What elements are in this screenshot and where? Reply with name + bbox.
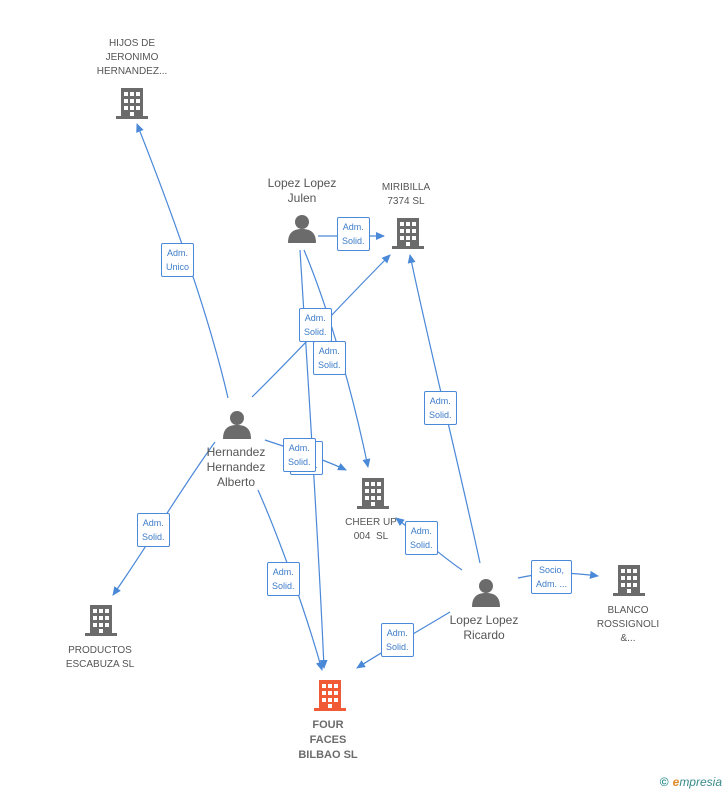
building-icon-hijos bbox=[116, 88, 148, 119]
edge-badge-socio-adm[interactable]: Socio, Adm. ... bbox=[531, 560, 573, 594]
node-label-hernandez[interactable]: Hernandez Hernandez Alberto bbox=[206, 445, 266, 489]
brand-initial: e bbox=[672, 775, 680, 789]
brand-name: mpresia bbox=[679, 775, 722, 789]
node-label-miribilla[interactable]: MIRIBILLA 7374 SL bbox=[381, 182, 431, 207]
building-icon-four-faces bbox=[314, 680, 346, 711]
person-icon-lopez-ricardo bbox=[472, 579, 500, 607]
node-label-lopez-julen[interactable]: Lopez Lopez Julen bbox=[267, 176, 337, 205]
node-label-blanco[interactable]: BLANCO ROSSIGNOLI &... bbox=[596, 605, 660, 644]
edge-badge-adm-solid[interactable]: Adm. Solid. bbox=[381, 623, 414, 657]
node-label-four-faces[interactable]: FOUR FACES BILBAO SL bbox=[298, 719, 358, 761]
building-icon-blanco bbox=[613, 565, 645, 596]
node-label-productos[interactable]: PRODUCTOS ESCABUZA SL bbox=[65, 645, 135, 670]
person-icon-lopez-julen bbox=[288, 215, 316, 243]
edge-badge-adm-solid[interactable]: Adm. Solid. bbox=[299, 308, 332, 342]
node-label-hijos[interactable]: HIJOS DE JERONIMO HERNANDEZ... bbox=[96, 38, 168, 77]
edge-badge-adm-solid[interactable]: Adm. Solid. bbox=[283, 438, 316, 472]
edge-badge-adm-solid[interactable]: Adm. Solid. bbox=[137, 513, 170, 547]
edge-badge-adm-solid[interactable]: Adm. Solid. bbox=[313, 341, 346, 375]
building-icon-cheer-up bbox=[357, 478, 389, 509]
building-icon-productos bbox=[85, 605, 117, 636]
empresia-logo[interactable]: ©empresia bbox=[660, 775, 722, 789]
node-label-lopez-ricardo[interactable]: Lopez Lopez Ricardo bbox=[449, 613, 519, 642]
node-label-cheer-up[interactable]: CHEER UP 004 SL bbox=[345, 517, 397, 542]
copyright-icon: © bbox=[659, 775, 669, 789]
edge-badge-adm-solid[interactable]: Adm. Solid. bbox=[337, 217, 370, 251]
building-icon-miribilla bbox=[392, 218, 424, 249]
person-icon-hernandez bbox=[223, 411, 251, 439]
edge-badge-adm-solid[interactable]: Adm. Solid. bbox=[405, 521, 438, 555]
edge-badge-adm-solid[interactable]: Adm. Solid. bbox=[424, 391, 457, 425]
edge-badge-adm-solid[interactable]: Adm. Solid. bbox=[267, 562, 300, 596]
edge-badge-adm-unico[interactable]: Adm. Unico bbox=[161, 243, 195, 277]
